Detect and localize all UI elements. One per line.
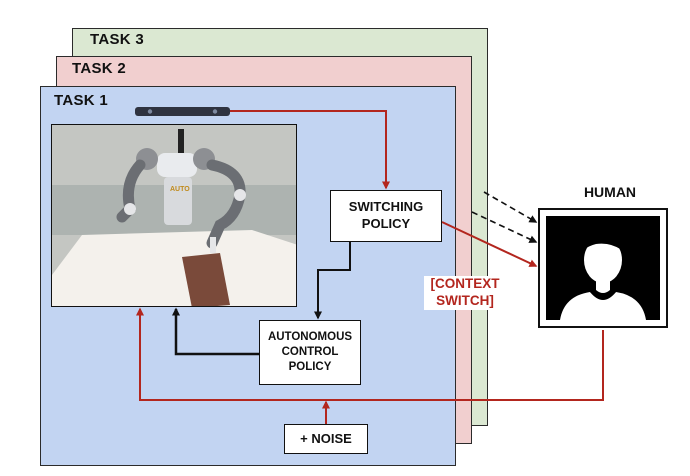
context-switch-line2: SWITCH] <box>436 292 494 308</box>
task3-label: TASK 3 <box>90 31 145 48</box>
person-silhouette-icon <box>546 216 660 320</box>
switching-policy-line2: POLICY <box>361 216 411 231</box>
switching-to-human-arrow <box>441 221 538 267</box>
task2-label: TASK 2 <box>72 60 127 77</box>
switching-policy-box: SWITCHING POLICY <box>330 190 442 242</box>
switching-policy-line1: SWITCHING <box>348 199 424 215</box>
task2-to-human-dashed-arrow <box>471 211 538 243</box>
autonomous-policy-line3: POLICY <box>288 360 332 373</box>
photo-logo-text: AUTO <box>170 186 190 193</box>
human-to-robot-feedback-arrow <box>136 307 604 401</box>
switching-to-autonomous-arrow <box>314 242 351 320</box>
autonomous-policy-line1: AUTONOMOUS <box>267 331 353 344</box>
task3-to-human-dashed-arrow <box>483 191 538 223</box>
camera-sensor-icon <box>135 107 230 116</box>
autonomous-policy-line2: CONTROL <box>281 346 339 359</box>
autonomous-control-policy-box: AUTONOMOUS CONTROL POLICY <box>259 320 361 385</box>
camera-to-switching-arrow <box>230 110 390 190</box>
context-switch-label: [CONTEXT SWITCH] <box>424 276 506 310</box>
autonomous-to-robot-arrow <box>172 307 259 356</box>
robot-scene-drawing: AUTO <box>52 125 296 306</box>
human-box <box>538 208 668 328</box>
human-title: HUMAN <box>583 184 637 200</box>
noise-box: + NOISE <box>284 424 368 454</box>
task1-label: TASK 1 <box>54 92 109 109</box>
context-switch-line1: [CONTEXT <box>430 276 500 291</box>
robot-photo: AUTO <box>51 124 297 307</box>
